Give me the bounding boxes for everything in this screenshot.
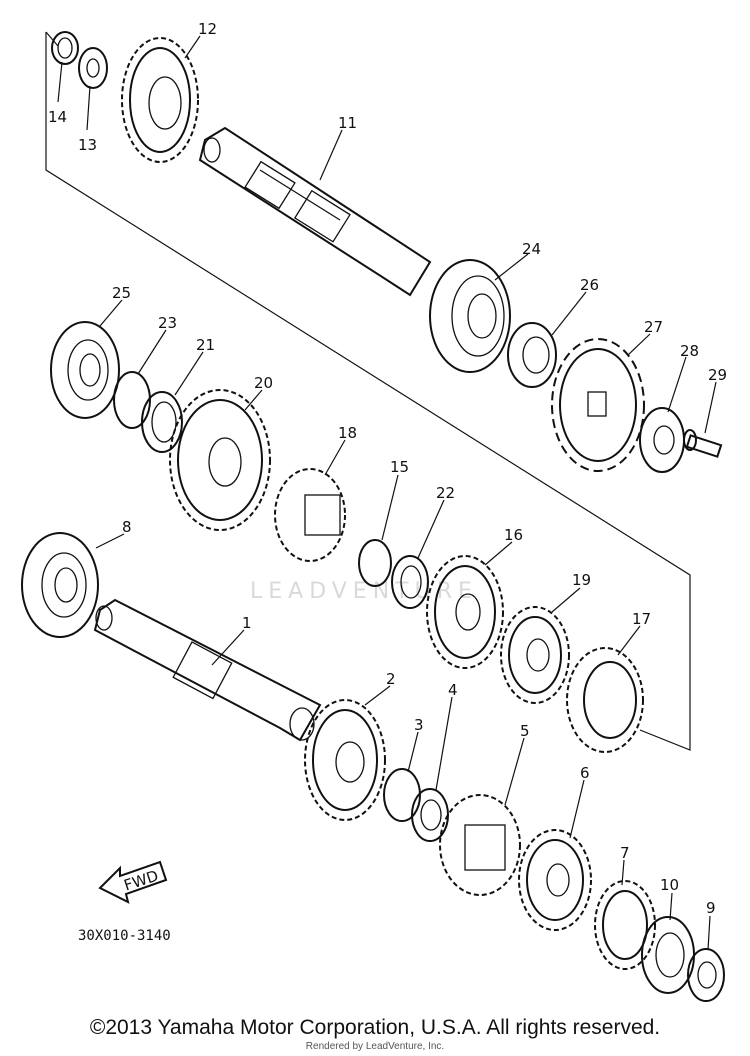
callout-19: 19: [572, 571, 591, 589]
part-22-washer: [391, 555, 429, 609]
part-21-washer: [141, 391, 183, 453]
part-25-bearing: [50, 321, 120, 419]
watermark: LEADVENTURE: [250, 579, 478, 604]
callout-15: 15: [390, 458, 409, 476]
callout-20: 20: [254, 374, 273, 392]
callout-18: 18: [338, 424, 357, 442]
part-15-circlip: [358, 539, 392, 587]
part-10-bearing: [641, 916, 695, 994]
callout-22: 22: [436, 484, 455, 502]
callout-14: 14: [48, 108, 67, 126]
part-11-main-axle: [198, 126, 432, 297]
callout-28: 28: [680, 342, 699, 360]
copyright-notice: ©2013 Yamaha Motor Corporation, U.S.A. A…: [89, 1016, 661, 1039]
part-1-drive-axle: [93, 598, 322, 742]
assembly-boundary: [45, 31, 691, 751]
callout-23: 23: [158, 314, 177, 332]
part-26-oil-seal: [507, 322, 557, 388]
part-6-gear: [518, 829, 592, 931]
part-3-circlip: [383, 768, 421, 822]
part-2-gear: [304, 699, 386, 821]
part-23-circlip: [113, 371, 151, 429]
part-27-drive-sprocket: [551, 338, 645, 472]
callout-3: 3: [414, 716, 424, 734]
callout-2: 2: [386, 670, 396, 688]
fwd-arrow-icon: FWD: [98, 860, 168, 904]
part-29-bolt: [683, 429, 723, 458]
callout-10: 10: [660, 876, 679, 894]
callout-24: 24: [522, 240, 541, 258]
callout-25: 25: [112, 284, 131, 302]
callout-1: 1: [242, 614, 252, 632]
part-24-bearing: [429, 259, 511, 373]
part-18-gear: [274, 468, 346, 562]
part-17-gear: [566, 647, 644, 753]
fwd-label: FWD: [122, 867, 161, 895]
drawing-code: 30X010-3140: [78, 928, 171, 944]
callout-29: 29: [708, 366, 727, 384]
part-13-washer: [78, 47, 108, 89]
callout-4: 4: [448, 681, 458, 699]
callout-9: 9: [706, 899, 716, 917]
callout-27: 27: [644, 318, 663, 336]
callout-17: 17: [632, 610, 651, 628]
part-8-bearing: [21, 532, 99, 638]
callout-13: 13: [78, 136, 97, 154]
part-9-collar: [687, 948, 725, 1002]
part-7-gear: [594, 880, 656, 970]
callout-5: 5: [520, 722, 530, 740]
callout-12: 12: [198, 20, 217, 38]
callout-6: 6: [580, 764, 590, 782]
callout-labels: 14 13 12 11 24 26 27 28 29 25 23 21 20 1…: [48, 20, 727, 917]
part-20-gear: [169, 389, 271, 531]
part-12-gear: [121, 37, 199, 163]
part-4-washer: [411, 788, 449, 842]
render-credit: Rendered by LeadVenture, Inc.: [305, 1041, 445, 1052]
part-14-circlip: [51, 31, 79, 65]
callout-7: 7: [620, 844, 630, 862]
callout-26: 26: [580, 276, 599, 294]
callout-16: 16: [504, 526, 523, 544]
part-19-gear: [500, 606, 570, 704]
part-5-gear: [439, 794, 521, 896]
callout-21: 21: [196, 336, 215, 354]
part-28-lock-washer: [639, 407, 685, 473]
callout-11: 11: [338, 114, 357, 132]
callout-8: 8: [122, 518, 132, 536]
leader-lines: [57, 35, 717, 951]
part-16-gear: [426, 555, 504, 669]
